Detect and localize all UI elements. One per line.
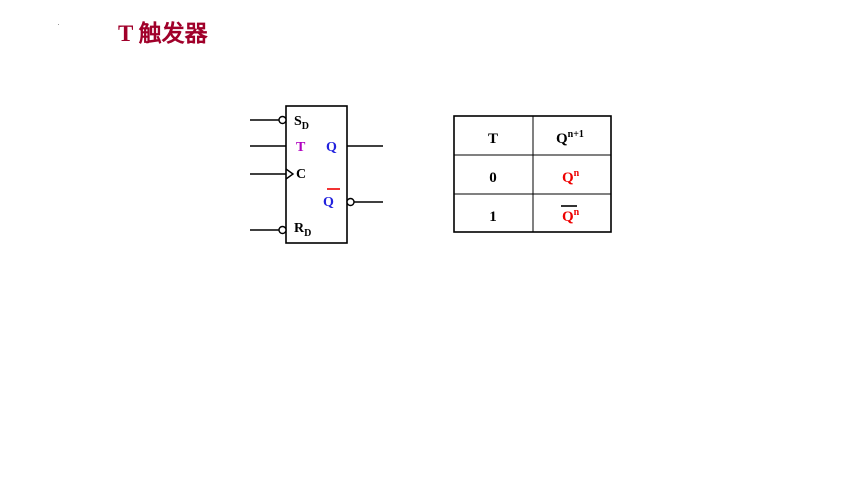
rd-label: RD [294, 221, 311, 239]
decorative-dot [58, 24, 59, 25]
truth-table: T Qn+1 0 Qn 1 Qn [453, 115, 612, 233]
header-t: T [488, 131, 498, 147]
page-title: T 触发器 [118, 21, 208, 46]
qbar-pin-label: Q [323, 195, 334, 210]
row0-q: Qn [562, 168, 580, 186]
row1-t: 1 [489, 209, 497, 225]
qbar-negation-bubble [346, 197, 355, 207]
q-pin-label: Q [326, 140, 337, 155]
header-qn1: Qn+1 [556, 129, 584, 147]
rd-negation-bubble [278, 225, 287, 235]
sd-label: SD [294, 114, 309, 132]
clock-triangle-icon [285, 168, 295, 180]
t-pin-label: T [296, 140, 306, 155]
sd-negation-bubble [278, 115, 287, 125]
c-pin-label: C [296, 167, 306, 182]
flipflop-symbol: SD T C RD Q Q [250, 105, 383, 244]
row0-t: 0 [489, 170, 497, 186]
row1-q: Qn [562, 207, 580, 225]
